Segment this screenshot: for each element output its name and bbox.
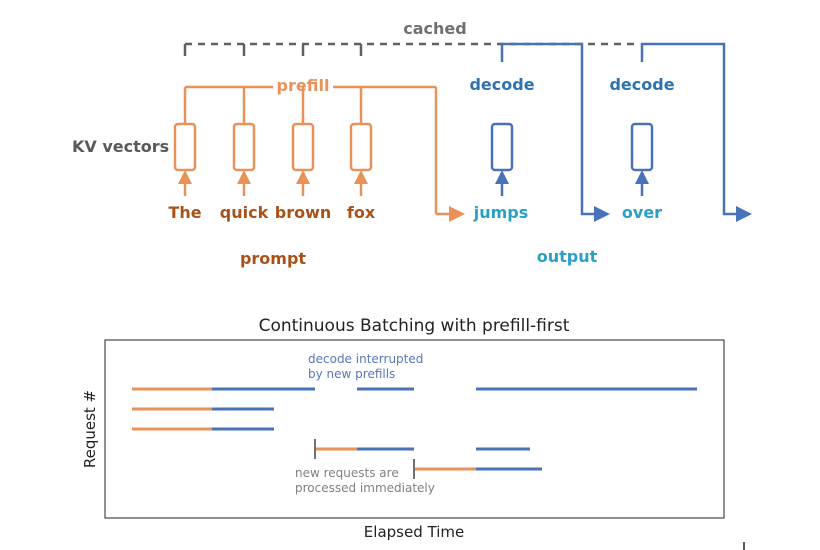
output-token: jumps	[473, 203, 529, 222]
prefill-bracket	[183, 85, 452, 216]
decode-output-arrowhead	[594, 206, 610, 222]
prefill-label: prefill	[276, 76, 329, 95]
annotation-interrupted-line2: by new prefills	[308, 367, 395, 381]
kv-vector-box	[630, 122, 654, 172]
y-axis-label: Request #	[81, 390, 99, 468]
kv-vector-box	[232, 122, 256, 172]
cached-label: cached	[403, 19, 466, 38]
prompt-token: quick	[220, 203, 269, 222]
prompt-token: brown	[275, 203, 332, 222]
chart-title: Continuous Batching with prefill-first	[259, 316, 570, 336]
output-label: output	[537, 247, 598, 266]
kv-vector-box	[349, 122, 373, 172]
kv-cache-diagram: cached prefill	[72, 19, 752, 268]
prompt-label: prompt	[240, 249, 306, 268]
prompt-kv-vectors	[173, 122, 373, 172]
batching-chart: Continuous Batching with prefill-first E…	[81, 316, 725, 541]
kv-vectors-label: KV vectors	[72, 137, 169, 156]
decode-label: decode	[469, 75, 534, 94]
annotation-interrupted-line1: decode interrupted	[308, 352, 423, 366]
kv-vector-box	[490, 122, 514, 172]
annotation-new-requests-line1: new requests are	[295, 466, 399, 480]
prompt-token: The	[168, 203, 201, 222]
prompt-token: fox	[347, 203, 376, 222]
prompt-arrows	[178, 170, 368, 196]
kv-vector-box	[291, 122, 315, 172]
decode-label: decode	[609, 75, 674, 94]
cached-bracket	[183, 42, 640, 56]
decode-step-2	[630, 42, 752, 222]
decode-output-arrowhead	[736, 206, 752, 222]
plot-area	[104, 339, 725, 519]
output-token: over	[622, 203, 662, 222]
x-axis-label: Elapsed Time	[364, 523, 464, 541]
timeline-segments	[132, 387, 697, 479]
prefill-output-arrowhead	[449, 206, 465, 222]
decode-step-1	[490, 42, 610, 222]
annotation-new-requests-line2: processed immediately	[295, 481, 435, 495]
kv-vector-box	[173, 122, 197, 172]
